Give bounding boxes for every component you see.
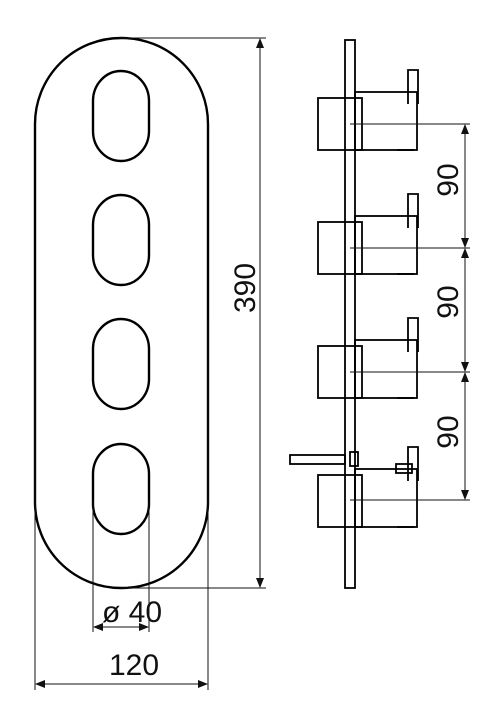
valve-3: [317, 317, 419, 399]
knob-opening-1: [91, 69, 151, 163]
spacing-dimension-label-3: 90: [432, 415, 465, 448]
valve-2: [317, 193, 419, 275]
side-view: 90 90 90: [289, 39, 470, 589]
valve-4: [289, 446, 419, 528]
knob-opening-4: [91, 442, 151, 536]
width-dimension-label: 120: [109, 649, 159, 682]
side-plate: [344, 39, 356, 589]
height-dimension-label: 390: [229, 263, 262, 313]
spacing-dimension-label-1: 90: [432, 163, 465, 196]
valve-1: [317, 69, 419, 151]
front-view: 390 ø 40 120: [33, 36, 266, 690]
cover-plate-outline: [33, 36, 210, 590]
spacing-dimension-label-2: 90: [432, 285, 465, 318]
diameter-dimension-label: ø 40: [102, 596, 162, 629]
knob-opening-3: [91, 317, 151, 411]
knob-opening-2: [91, 193, 151, 287]
